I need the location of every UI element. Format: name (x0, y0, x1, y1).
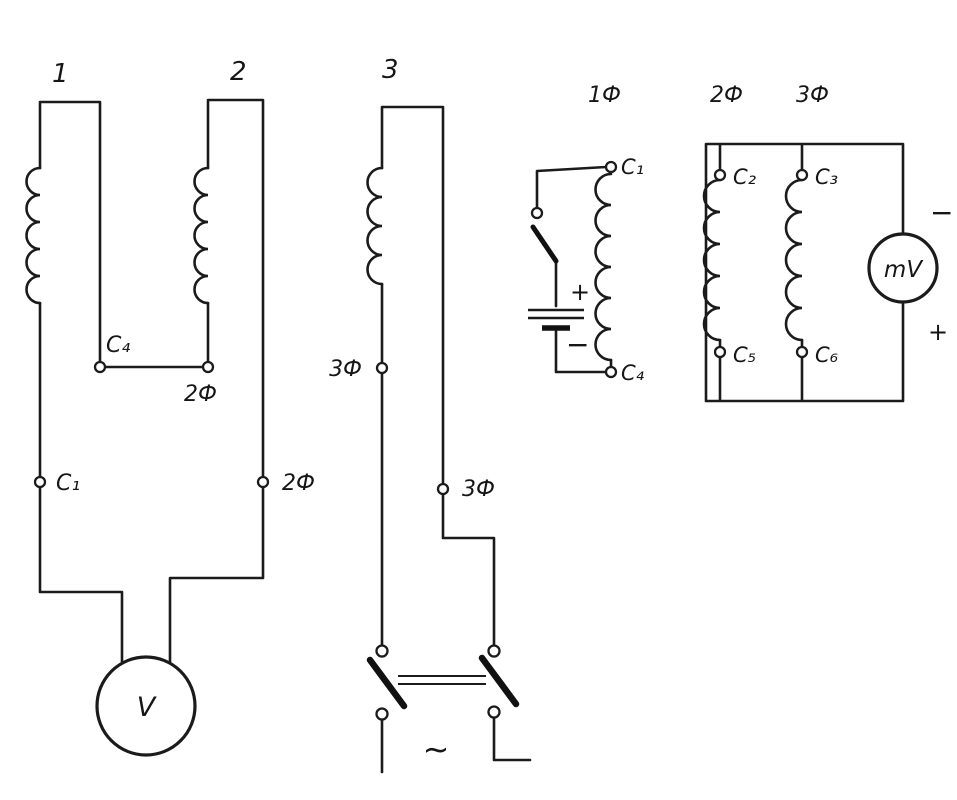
terminal-2f-mid (201, 360, 215, 374)
terminal-3f-upper-label: 3Ф (329, 357, 362, 382)
wires (38, 98, 265, 667)
phase-1-coil (594, 172, 613, 362)
battery-minus-label: − (566, 328, 589, 361)
terminal-c6 (795, 345, 809, 359)
terminal-3f-lower-label: 3Ф (462, 477, 495, 502)
millivoltmeter-circuit: 2Ф 3Ф C₂ C₃ C₅ C₆ mV − + (702, 83, 953, 403)
voltmeter-body (95, 655, 197, 757)
wires (535, 165, 613, 374)
phase-1-label: 1Ф (588, 83, 621, 108)
terminal-c4-label: C₄ (621, 361, 645, 385)
terminal-c1 (33, 475, 47, 489)
terminal-3f-upper (375, 361, 389, 375)
terminal-c3 (795, 168, 809, 182)
winding-1-coil (25, 166, 42, 305)
knife-switch-blade-left (366, 656, 408, 710)
terminal-c1 (604, 160, 618, 174)
left-voltmeter-circuit: 1 2 C₄ 2Ф C₁ 2Ф V (25, 57, 315, 757)
terminal-c5-label: C₅ (733, 343, 756, 367)
phase-2-label: 2Ф (710, 83, 743, 108)
switch-contact-bottom-left (375, 707, 389, 721)
terminal-c1-label: C₁ (621, 155, 644, 179)
terminal-2f-lower (256, 475, 270, 489)
switch-contact-bottom-right (487, 705, 501, 719)
winding-2-coil (193, 166, 210, 305)
terminal-2f-lower-label: 2Ф (282, 471, 315, 496)
knife-switch-blade-right (478, 654, 520, 708)
terminal-c4 (604, 365, 618, 379)
switch-contact-top-left (375, 644, 389, 658)
battery-plus-label: + (570, 278, 590, 306)
phase-2-coil (702, 178, 722, 342)
ac-source-symbol: ~ (423, 730, 450, 768)
switch-contact (530, 206, 544, 220)
terminal-c6-label: C₆ (815, 343, 838, 367)
switch-blade (530, 224, 559, 264)
meter-minus-label: − (930, 196, 953, 229)
terminal-c4-label: C₄ (106, 333, 130, 358)
terminal-c2-label: C₂ (733, 165, 757, 189)
meter-plus-label: + (928, 318, 948, 346)
millivoltmeter-body (867, 232, 939, 304)
winding-2-label: 2 (230, 57, 247, 87)
phase-3-coil (784, 178, 804, 342)
knife-switch-crossbar (398, 675, 486, 685)
millivoltmeter-label: mV (884, 257, 924, 283)
wires (380, 105, 532, 774)
phase-3-label: 3Ф (796, 83, 829, 108)
terminal-c4 (93, 360, 107, 374)
winding-1-label: 1 (52, 59, 69, 89)
terminal-c2 (713, 168, 727, 182)
terminal-c3-label: C₃ (815, 165, 838, 189)
terminal-c1-label: C₁ (56, 471, 80, 496)
switch-contact-top-right (487, 644, 501, 658)
terminal-c5 (713, 345, 727, 359)
supply-switch-circuit: 3 3Ф 3Ф ~ (329, 55, 532, 774)
terminal-3f-lower (436, 482, 450, 496)
winding-3-label: 3 (382, 55, 399, 85)
voltmeter-label: V (137, 692, 158, 723)
terminal-2f-mid-label: 2Ф (184, 382, 217, 407)
battery-test-circuit: 1Ф C₁ C₄ + − (528, 83, 645, 385)
winding-3-coil (366, 166, 384, 286)
